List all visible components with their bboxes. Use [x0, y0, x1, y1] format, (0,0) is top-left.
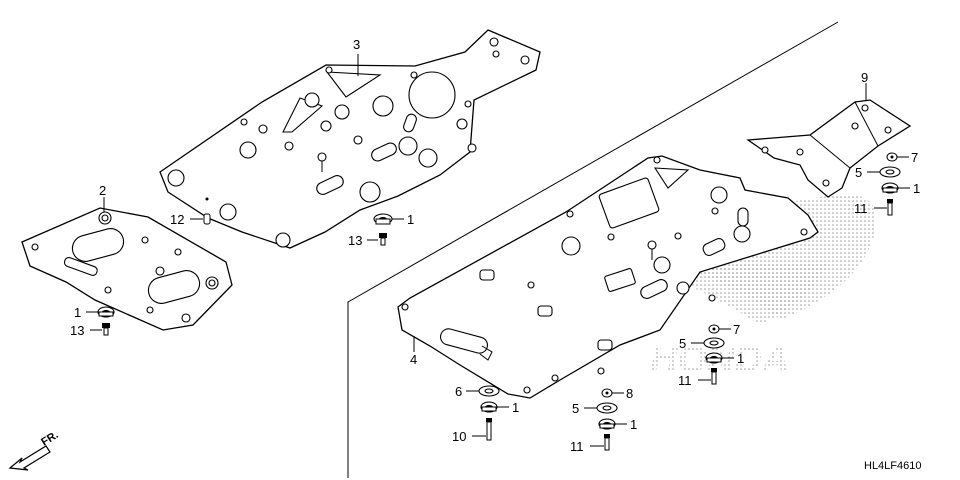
callout-11c: 11 [570, 439, 584, 454]
callout-1c: 1 [913, 181, 920, 196]
callout-4: 4 [410, 352, 417, 367]
washer-5-a [879, 166, 901, 178]
callout-5a: 5 [855, 165, 862, 180]
callout-10: 10 [452, 429, 466, 444]
grommet-1-d [705, 352, 723, 364]
callout-3: 3 [353, 37, 360, 52]
callout-1f: 1 [630, 417, 637, 432]
callout-11b: 11 [678, 373, 692, 388]
nut-8 [601, 388, 613, 398]
bolt-10 [486, 418, 492, 441]
diagram-code: HL4LF4610 [864, 460, 922, 472]
callout-1d: 1 [737, 351, 744, 366]
nut-7-b [708, 324, 720, 334]
callout-9: 9 [861, 70, 868, 85]
front-arrow-icon [8, 445, 51, 471]
callout-8: 8 [626, 386, 633, 401]
grommet-1-f [598, 418, 616, 430]
grommet-1-e [480, 401, 498, 413]
callout-1b: 1 [74, 305, 81, 320]
part-2-left-plate [21, 207, 233, 331]
bolt-11-c [604, 434, 610, 451]
callout-5b: 5 [679, 336, 686, 351]
bolt-11-b [711, 368, 717, 385]
callout-1a: 1 [407, 212, 414, 227]
callout-7a: 7 [911, 150, 918, 165]
callout-12: 12 [170, 212, 184, 227]
nut-7-a [886, 152, 898, 162]
callout-1e: 1 [512, 400, 519, 415]
honda-wing-logo [650, 194, 877, 325]
part-4-lower-plate [397, 155, 819, 399]
grommet-1-b [97, 306, 115, 318]
washer-5-c [596, 402, 618, 414]
grommet-1-a [373, 213, 393, 225]
bolt-11-a [887, 199, 893, 216]
section-divider [347, 21, 839, 478]
washer-6 [478, 385, 500, 397]
callout-2: 2 [99, 183, 106, 198]
callout-11a: 11 [854, 201, 868, 216]
callout-7b: 7 [733, 322, 740, 337]
front-label: FR. [39, 429, 60, 449]
part-9-bracket [746, 99, 912, 198]
callout-6: 6 [455, 384, 462, 399]
nut-12 [203, 213, 211, 225]
bolt-13-a [379, 233, 387, 246]
part-3-upper-plate [159, 29, 541, 249]
bolt-13-b [102, 323, 110, 336]
callout-13b: 13 [70, 323, 84, 338]
callout-13a: 13 [348, 233, 362, 248]
washer-5-b [703, 337, 725, 349]
callout-5c: 5 [572, 401, 579, 416]
grommet-1-c [881, 182, 899, 194]
